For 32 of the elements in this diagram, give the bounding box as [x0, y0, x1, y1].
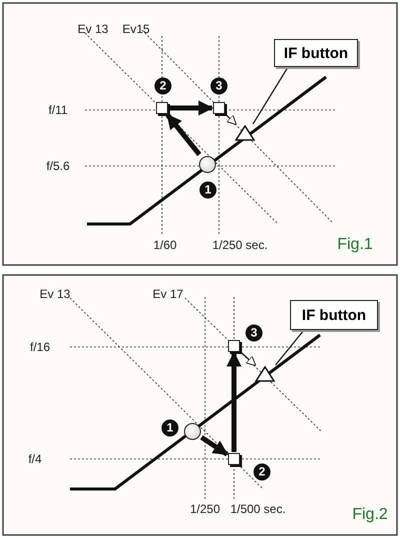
callout-box [290, 300, 378, 330]
axis-label: Ev 13 [78, 22, 108, 36]
figure-label: Fig.2 [352, 506, 388, 524]
arrow [169, 100, 214, 116]
arrow [240, 352, 256, 366]
setting-square-marker [213, 102, 225, 114]
axis-label: 1/250 [190, 502, 220, 516]
callout-text: IF button [302, 306, 366, 324]
arrow [226, 114, 237, 126]
callout-text: IF button [284, 44, 348, 62]
axis-label: 1/60 [153, 238, 177, 252]
figure-label: Fig.1 [337, 236, 373, 254]
triangle-marker [255, 366, 275, 382]
leader-line [275, 330, 304, 366]
arrow [226, 352, 242, 452]
axis-label: 1/250 sec. [212, 238, 268, 252]
axis-label: Ev 13 [40, 287, 70, 301]
triangle-marker [235, 125, 255, 141]
axis-label: Ev15 [122, 22, 150, 36]
setting-square-marker [156, 102, 168, 114]
axis-label: 1/500 sec. [230, 502, 286, 516]
arrow [166, 113, 202, 156]
arrow [200, 435, 228, 456]
leader-line [252, 66, 289, 124]
axis-label: f/16 [30, 340, 50, 354]
axis-label: f/4 [28, 452, 42, 466]
setting-square-marker [228, 340, 240, 352]
setting-square-marker [228, 453, 240, 465]
axis-label: Ev 17 [152, 287, 184, 301]
callout-box [274, 39, 358, 67]
axis-label: f/5.6 [46, 159, 70, 173]
axis-label: f/11 [48, 103, 68, 117]
